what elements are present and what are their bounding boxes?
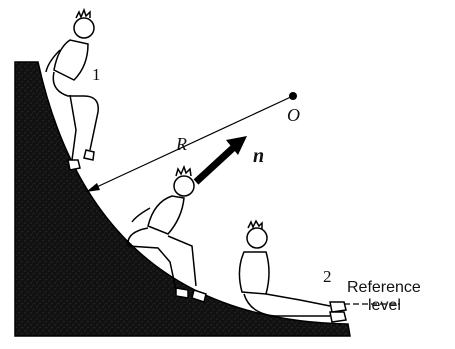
label-center-o: O bbox=[287, 105, 300, 125]
child-position-2 bbox=[238, 219, 347, 323]
child-position-1 bbox=[45, 7, 99, 171]
label-normal-n: n bbox=[253, 145, 264, 167]
label-position-1: 1 bbox=[92, 65, 101, 84]
label-position-2: 2 bbox=[323, 267, 332, 286]
child-middle bbox=[127, 164, 207, 303]
slide-ramp bbox=[14, 61, 351, 337]
normal-arrow bbox=[193, 145, 236, 185]
label-level: level bbox=[368, 297, 401, 314]
label-radius-r: R bbox=[175, 134, 187, 154]
normal-arrowhead bbox=[226, 136, 247, 155]
center-point bbox=[289, 92, 297, 100]
label-reference: Reference bbox=[347, 279, 421, 296]
radius-arrowhead bbox=[86, 183, 100, 192]
radius-line bbox=[85, 95, 294, 193]
